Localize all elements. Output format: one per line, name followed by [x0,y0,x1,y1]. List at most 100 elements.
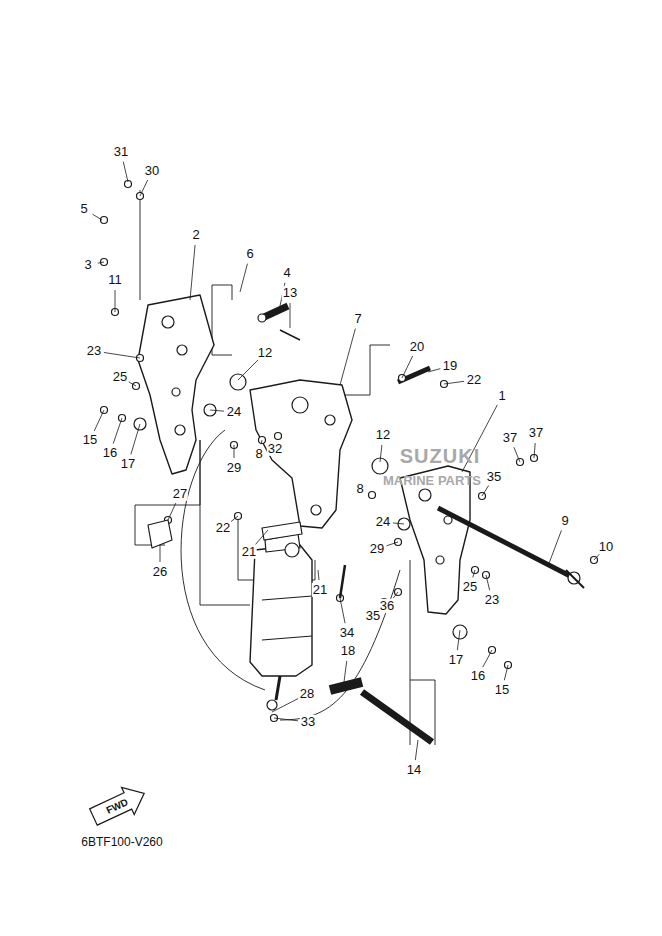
leader-line [514,447,520,462]
callout-number: 19 [442,359,458,373]
callout-number: 5 [79,202,88,216]
callout-number: 24 [375,515,391,529]
callout-number: 20 [409,340,425,354]
callout-number: 1 [497,389,506,403]
assembly-line [140,190,141,300]
callout-number: 22 [466,373,482,387]
callout-number: 12 [375,428,391,442]
callout-number: 14 [406,763,422,777]
shaft-flange [566,570,584,588]
leader-line [240,264,247,292]
shaft [438,508,574,578]
leader-line [340,329,355,385]
cylinder-eye [267,700,277,710]
leader-line [93,214,102,220]
callout-number: 35 [486,470,502,484]
leader-line [168,503,176,520]
leader-line [393,523,404,524]
tilt-cylinder [250,545,312,676]
leader-line [504,665,508,680]
swivel-hole [292,397,308,413]
callout-number: 30 [144,164,160,178]
callout-number: 16 [470,669,486,683]
leader-line [238,360,258,380]
bolt [340,565,345,598]
bracket-hole [436,556,444,564]
callout-number: 3 [83,258,92,272]
bracket-hole [162,316,174,328]
bracket-hole [172,388,180,396]
bracket-hole [177,345,187,355]
leader-line [340,598,345,623]
leader-line [386,542,398,546]
callout-number: 17 [448,653,464,667]
leader-line [210,410,224,411]
callout-number: 6 [245,247,254,261]
leader-line [113,418,122,444]
drawing-code: 6BTF100-V260 [80,836,163,849]
swivel-bracket [250,380,352,528]
forward-arrow [87,780,150,831]
leader-line [534,443,535,458]
leader-line [129,382,136,386]
callout-number: 37 [502,431,518,445]
fastener [275,433,282,440]
callout-number: 33 [300,715,316,729]
callout-number: 31 [113,145,129,159]
leader-line [256,530,268,544]
callout-number: 12 [257,346,273,360]
leader-line [115,290,116,312]
fastener [259,437,266,444]
callout-number: 8 [254,447,263,461]
cylinder-detail [262,596,312,640]
callout-number: 11 [107,273,123,287]
leader-line [393,592,398,598]
callout-number: 15 [494,683,510,697]
callout-number: 4 [282,266,291,280]
leader-line [131,424,140,454]
callout-number: 32 [267,442,283,456]
leader-line [483,650,492,667]
assembly-line [212,285,232,355]
leader-line [160,545,161,562]
callout-number: 27 [172,487,188,501]
clamp-bracket [138,295,214,474]
cylinder-eye [285,543,299,557]
leader-line [318,570,319,580]
leader-line [140,180,148,196]
leader-line [486,575,490,590]
callout-number: 10 [598,540,614,554]
cotter-pin [280,330,300,340]
callout-number: 21 [241,545,257,559]
fastener [369,492,376,499]
leader-line [290,303,291,328]
callout-number: 23 [484,593,500,607]
assembly-line [340,345,390,395]
leader-line [473,570,475,577]
leader-line [234,445,235,458]
watermark: MARINE PARTS [382,474,482,488]
leader-line [231,516,238,522]
callout-number: 26 [152,565,168,579]
callout-number: 36 [379,599,395,613]
callout-number: 25 [462,580,478,594]
pin [398,368,430,382]
bracket-hole [175,425,185,435]
leader-line [261,440,263,444]
tube [362,692,432,742]
leader-line [98,262,104,263]
bush [230,374,246,390]
callout-number: 21 [312,583,328,597]
cover-plate [148,520,172,548]
callout-number: 9 [560,514,569,528]
watermark: SUZUKI [399,445,481,467]
bracket-hole [419,489,431,501]
callout-number: 22 [215,521,231,535]
leader-line [344,661,347,682]
leader-line [104,353,140,358]
assembly-line [410,560,411,745]
leader-line [428,369,440,372]
callout-number: 25 [112,370,128,384]
leader-line [274,718,298,721]
